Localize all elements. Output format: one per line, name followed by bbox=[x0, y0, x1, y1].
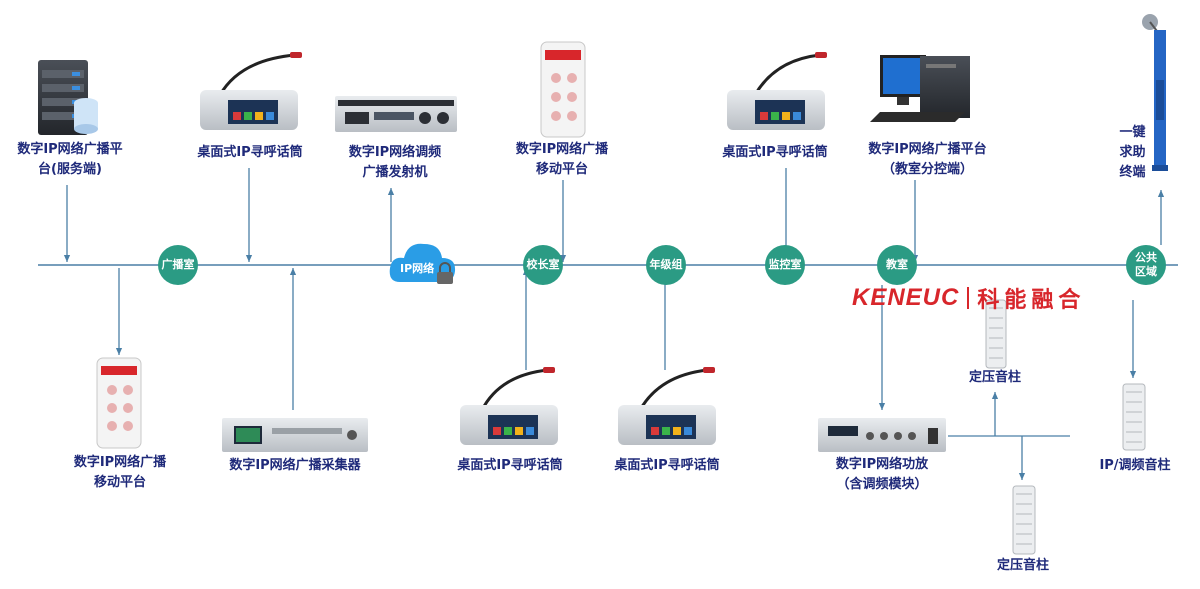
sos-terminal-icon bbox=[1142, 14, 1168, 171]
label-ip-speaker: IP/调频音柱 bbox=[1099, 458, 1171, 473]
mobile-phone-icon bbox=[540, 41, 586, 138]
label-collector: 数字IP网络广播采集器 bbox=[229, 458, 361, 473]
desk-microphone-icon bbox=[727, 52, 827, 130]
column-speaker-icon bbox=[985, 299, 1007, 369]
label-desk-mic-2: 桌面式IP寻呼话筒 bbox=[722, 145, 828, 160]
desktop-computer-icon bbox=[870, 55, 970, 122]
label-desk-mic-3: 桌面式IP寻呼话筒 bbox=[457, 458, 563, 473]
label-fm-tuner: 数字IP网络调频 广播发射机 bbox=[348, 145, 442, 180]
label-desk-mic-1: 桌面式IP寻呼话筒 bbox=[197, 145, 303, 160]
connector-lines bbox=[63, 168, 1165, 480]
brand-name-en: KENEUC bbox=[852, 284, 960, 311]
label-speaker-2: 定压音柱 bbox=[996, 558, 1049, 573]
label-mobile-bottom: 数字IP网络广播 移动平台 bbox=[73, 455, 167, 490]
node-classroom: 教室 bbox=[877, 245, 917, 285]
column-speaker-icon bbox=[1012, 485, 1036, 555]
label-amplifier: 数字IP网络功放 （含调频模块） bbox=[835, 457, 929, 492]
node-principal-office: 校长室 bbox=[523, 245, 563, 285]
node-public-area: 公共 区域 bbox=[1126, 245, 1166, 285]
label-sos: 一键 求助 终端 bbox=[1119, 125, 1146, 180]
node-monitor-room: 监控室 bbox=[765, 245, 805, 285]
label-speaker-1: 定压音柱 bbox=[968, 370, 1021, 385]
label-server: 数字IP网络广播平 台(服务端) bbox=[17, 142, 123, 177]
lock-icon bbox=[437, 262, 453, 284]
fm-tuner-icon bbox=[335, 96, 457, 132]
ip-speaker-icon bbox=[1122, 383, 1146, 451]
node-broadcast-room: 广播室 bbox=[158, 245, 198, 285]
audio-collector-icon bbox=[222, 418, 368, 452]
amplifier-icon bbox=[818, 418, 946, 452]
node-grade-group: 年级组 bbox=[646, 245, 686, 285]
brand-logo: KENEUC 科能融合 bbox=[852, 282, 1085, 314]
label-classroom-pc: 数字IP网络广播平台 （教室分控端） bbox=[868, 142, 987, 177]
label-mobile-top: 数字IP网络广播 移动平台 bbox=[515, 142, 609, 177]
cloud-label: IP网络 bbox=[400, 262, 435, 275]
desk-microphone-icon bbox=[460, 367, 558, 445]
brand-name-cn: 科能融合 bbox=[977, 288, 1086, 313]
server-icon bbox=[38, 60, 98, 135]
brand-divider bbox=[967, 287, 970, 309]
desk-microphone-icon bbox=[200, 52, 302, 130]
desk-microphone-icon bbox=[618, 367, 716, 445]
label-desk-mic-4: 桌面式IP寻呼话筒 bbox=[614, 458, 720, 473]
mobile-phone-icon bbox=[96, 357, 142, 449]
